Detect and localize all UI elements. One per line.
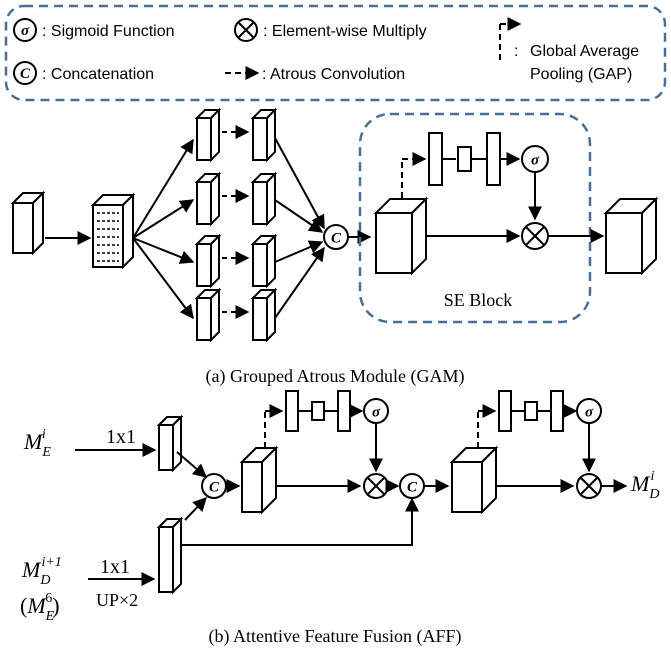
- legend-box: σ : Sigmoid Function : Element-wise Mult…: [4, 4, 667, 102]
- concat-icon: C: [323, 224, 349, 250]
- legend-sigmoid-label: : Sigmoid Function: [42, 23, 175, 40]
- gam-output-block: [603, 196, 659, 276]
- multiply-icon: [234, 18, 258, 42]
- se-excitation-layers: [428, 132, 501, 186]
- aff-feature-block-1: [239, 445, 279, 515]
- svg-text:C: C: [331, 231, 342, 247]
- aff-input-bottom-alt: (ME6): [20, 591, 60, 624]
- legend-gap-colon: :: [514, 43, 518, 60]
- se-block-frame: [358, 112, 592, 324]
- concat-icon: C: [399, 473, 425, 499]
- merge-arrows: [274, 137, 325, 319]
- se-block-label: SE Block: [444, 290, 513, 310]
- aff-upsample-label: UP×2: [96, 590, 138, 610]
- legend-gap-label-line1: Global Average: [530, 43, 639, 60]
- aff-input-top: MEi: [23, 427, 51, 460]
- aff-feature-block-2: [449, 445, 499, 515]
- grouped-feature-block: [90, 192, 136, 270]
- svg-text:C: C: [209, 480, 220, 496]
- legend-gap-label-line2: Pooling (GAP): [530, 66, 632, 83]
- aff-input-bottom: MDi+1: [21, 555, 62, 588]
- legend-concat-label: : Concatenation: [42, 66, 154, 83]
- svg-text:σ: σ: [372, 405, 381, 421]
- multiply-icon: [521, 222, 549, 250]
- legend-multiply-label: : Element-wise Multiply: [263, 23, 427, 40]
- gam-caption: (a) Grouped Atrous Module (GAM): [206, 366, 465, 387]
- sigma-icon: σ: [13, 18, 37, 42]
- aff-diagram: MEi 1x1 C MDi+1 (ME6) 1x1 UP×2: [20, 390, 659, 647]
- concat-icon: C: [13, 61, 37, 85]
- svg-text:C: C: [20, 66, 31, 82]
- branch-slabs: [194, 107, 278, 343]
- sigma-icon: σ: [363, 398, 389, 424]
- svg-text:σ: σ: [21, 23, 30, 39]
- atrous-branches: [132, 138, 195, 320]
- legend-frame: [4, 4, 667, 102]
- aff-caption: (b) Attentive Feature Fusion (AFF): [209, 626, 462, 647]
- aff-output: MDi: [630, 469, 659, 502]
- aff-excitation-layers-2: [498, 390, 564, 432]
- sigma-icon: σ: [576, 398, 602, 424]
- feature-block-icon: [10, 190, 46, 256]
- dashed-arrow-icon: [499, 17, 522, 62]
- aff-conv-bottom: 1x1: [100, 556, 130, 578]
- aff-top-slab: [156, 414, 184, 473]
- legend-atrous-label: : Atrous Convolution: [262, 66, 405, 83]
- aff-bottom-slab: [156, 516, 184, 595]
- multiply-icon: [576, 473, 602, 499]
- gam-diagram: C SE Block σ: [10, 107, 659, 387]
- concat-icon: C: [201, 473, 227, 499]
- aff-excitation-layers-1: [285, 390, 351, 432]
- sigma-icon: σ: [521, 145, 549, 173]
- svg-text:σ: σ: [585, 405, 594, 421]
- multiply-icon: [363, 473, 389, 499]
- se-feature-block: [373, 196, 429, 276]
- aff-conv-top: 1x1: [106, 426, 136, 448]
- svg-text:σ: σ: [531, 153, 540, 169]
- svg-text:C: C: [407, 480, 418, 496]
